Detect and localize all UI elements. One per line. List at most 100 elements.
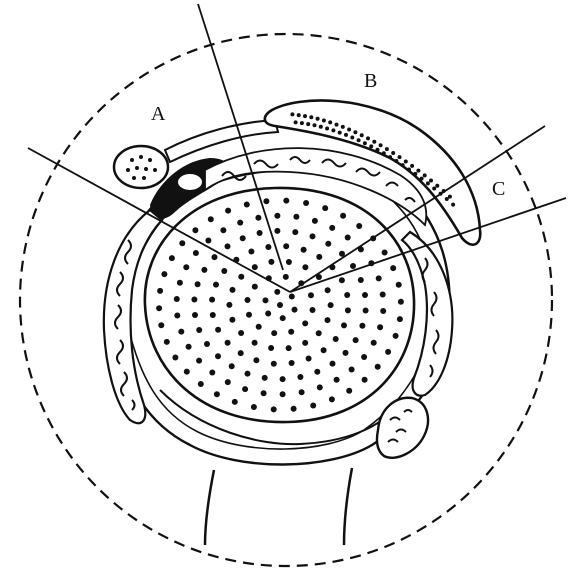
head-dot [184, 369, 190, 375]
head-dot [325, 317, 331, 323]
tendon-b-dot [394, 159, 398, 163]
tendon-b-dot [391, 151, 395, 155]
head-dot [177, 280, 183, 286]
humeral-shaft-right-line [344, 468, 352, 545]
head-dot [376, 275, 382, 281]
head-dot [325, 287, 331, 293]
head-dot [237, 220, 243, 226]
tendon-b-dot [338, 131, 342, 135]
tendon-b-dot [341, 125, 345, 129]
head-dot [375, 364, 381, 370]
head-dot [380, 308, 386, 314]
head-dot [201, 267, 207, 273]
head-dot [242, 386, 248, 392]
label-b: B [364, 70, 377, 92]
tendon-oval-a [114, 146, 168, 188]
head-dot [192, 227, 198, 233]
tendon-b-dot [404, 160, 408, 164]
head-dot [212, 254, 218, 260]
head-dot [334, 377, 340, 383]
tendon-b-dot [322, 119, 326, 123]
head-dot [256, 324, 262, 330]
head-dot [238, 274, 244, 280]
tendon-b-dot [435, 184, 439, 188]
head-dot [196, 358, 202, 364]
head-dot [362, 377, 368, 383]
head-dot [232, 399, 238, 405]
head-dot [283, 274, 289, 280]
humeral-shaft-left-line [205, 470, 214, 545]
head-dot [186, 344, 192, 350]
tendon-b-dot [331, 128, 335, 132]
head-dot [174, 313, 180, 319]
label-a: A [151, 103, 166, 125]
head-dot [274, 213, 280, 219]
head-dot [308, 292, 314, 298]
head-dot [268, 259, 274, 265]
head-dot [361, 354, 367, 360]
tendon-b-dot [369, 144, 373, 148]
head-dot [325, 241, 331, 247]
head-dot [292, 229, 298, 235]
head-dot [390, 265, 396, 271]
head-dot [306, 356, 312, 362]
tendon-b-dot [420, 177, 424, 181]
head-dot [397, 316, 403, 322]
head-dot [265, 244, 271, 250]
head-dot [330, 361, 336, 367]
head-dot [226, 302, 232, 308]
head-dot [385, 349, 391, 355]
head-dot [363, 308, 369, 314]
tendon-b-dot [407, 168, 411, 172]
head-dot [204, 341, 210, 347]
bursa-opening [177, 173, 203, 191]
tendon-b-dot [388, 155, 392, 159]
head-dot [301, 247, 307, 253]
tendon-b-dot [290, 112, 294, 116]
head-dot [312, 218, 318, 224]
tendon-b-dot [385, 147, 389, 151]
head-dot [356, 223, 362, 229]
head-dot [286, 259, 292, 265]
tendon-b-dot [376, 148, 380, 152]
head-dot [221, 268, 227, 274]
head-dot [252, 284, 258, 290]
head-dot [193, 250, 199, 256]
head-dot [246, 312, 252, 318]
head-dot [158, 322, 164, 328]
tendon-b-dot [451, 203, 455, 207]
head-dot [289, 360, 295, 366]
tendon-b-dot [313, 123, 317, 127]
head-dot [215, 353, 221, 359]
head-dot [262, 375, 268, 381]
head-dot [283, 198, 289, 204]
tendon-b-dot [306, 122, 310, 126]
head-dot [192, 312, 198, 318]
head-dot [191, 297, 197, 303]
head-dot [293, 214, 299, 220]
head-dot [380, 292, 386, 298]
tendon-b-dot [363, 141, 367, 145]
tendon-b-dot [350, 136, 354, 140]
tendon-b-dot [344, 133, 348, 137]
head-dot [280, 376, 286, 382]
head-dot [268, 345, 274, 351]
head-dot [271, 361, 277, 367]
head-dot [214, 391, 220, 397]
head-dot [225, 379, 231, 385]
tendon-b-dot [309, 115, 313, 119]
head-dot [350, 263, 356, 269]
head-dot [316, 254, 322, 260]
head-dot [341, 322, 347, 328]
head-dot [303, 200, 309, 206]
head-dot [288, 329, 294, 335]
tendon-b-dot [366, 136, 370, 140]
tendon-b-dot [372, 140, 376, 144]
tendon-b-dot [300, 121, 304, 125]
head-dot [252, 340, 258, 346]
head-dot [229, 363, 235, 369]
head-dot [251, 404, 257, 410]
head-dot [398, 299, 404, 305]
tendon-b-dot [319, 125, 323, 129]
head-dot [344, 292, 350, 298]
